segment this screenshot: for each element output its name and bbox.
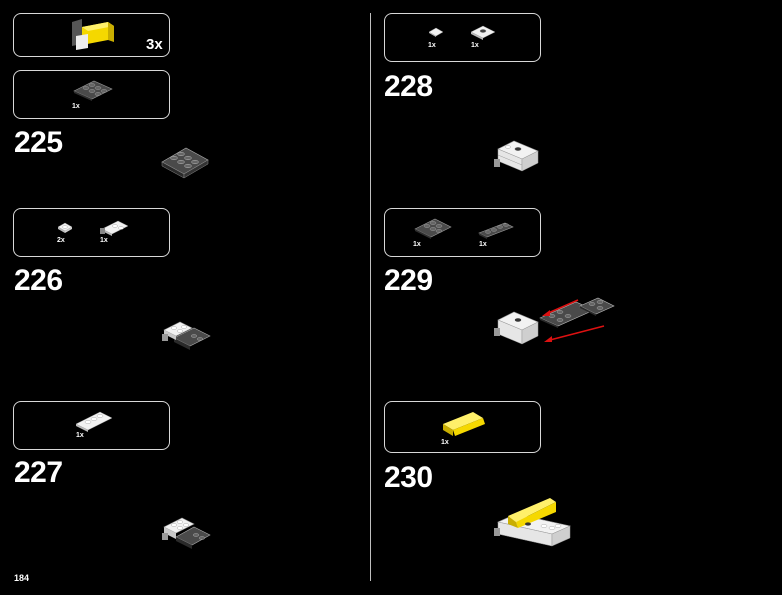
- step-225-model: [161, 147, 209, 179]
- white-plate-1x1-icon: [57, 222, 73, 233]
- parts-callout-227: 1x: [13, 401, 170, 450]
- step-227-model: [162, 517, 211, 549]
- white-plate-jumper-icon: [470, 25, 496, 40]
- page-number: 184: [14, 573, 30, 583]
- step-226-model: [162, 321, 211, 350]
- part-count: 1x: [413, 241, 421, 248]
- step-228-model: [494, 140, 539, 172]
- subassembly-multiplier: 3x: [146, 36, 163, 53]
- part-count: 1x: [471, 42, 479, 49]
- step-number-230: 230: [384, 461, 433, 494]
- white-plate-1x3-icon: [75, 411, 113, 432]
- white-plate-clip-icon: [100, 220, 129, 236]
- step-number-227: 227: [14, 456, 63, 489]
- part-count: 1x: [428, 42, 436, 49]
- parts-callout-230: 1x: [384, 401, 541, 453]
- dark-plate-2x3-icon: [414, 218, 452, 239]
- step-number-226: 226: [14, 264, 63, 297]
- part-count: 2x: [57, 237, 65, 244]
- dark-plate-1x4-icon: [478, 222, 514, 239]
- step-number-228: 228: [384, 70, 433, 103]
- parts-callout-229: 1x 1x: [384, 208, 541, 257]
- step-230-model: [494, 498, 571, 547]
- part-count: 1x: [100, 237, 108, 244]
- parts-callout-228: 1x 1x: [384, 13, 541, 62]
- part-count: 1x: [72, 103, 80, 110]
- step-229-model: [494, 297, 615, 345]
- part-count: 1x: [441, 439, 449, 446]
- step-number-225: 225: [14, 126, 63, 159]
- yellow-subassembly-icon: [72, 19, 114, 50]
- part-count: 1x: [76, 432, 84, 439]
- dark-plate-2x4-icon: [73, 80, 113, 101]
- step-number-229: 229: [384, 264, 433, 297]
- parts-callout-226: 2x 1x: [13, 208, 170, 257]
- subassembly-callout: 3x: [13, 13, 170, 57]
- yellow-slope-icon: [443, 412, 485, 436]
- white-tile-1x1-icon: [428, 27, 444, 37]
- page-divider: [370, 13, 371, 581]
- part-count: 1x: [479, 241, 487, 248]
- parts-callout-225: 1x: [13, 70, 170, 119]
